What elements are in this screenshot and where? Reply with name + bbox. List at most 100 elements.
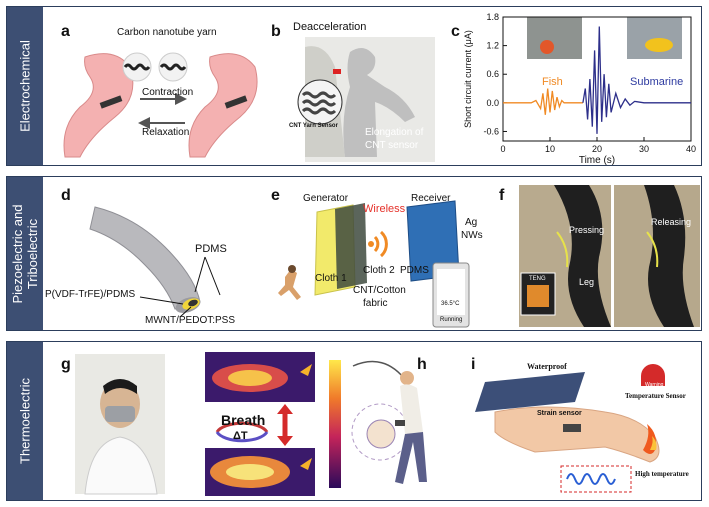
cnt-cotton-label-1: CNT/Cotton <box>353 285 406 296</box>
y-tick-label: -0.6 <box>483 126 499 136</box>
temperature-sensor-label: Temperature Sensor <box>625 392 686 400</box>
submarine-photo <box>627 17 682 59</box>
leg-label: Leg <box>579 277 595 287</box>
panel-g-label: g <box>61 356 71 373</box>
x-tick-label: 30 <box>639 144 649 154</box>
row-piezo: Piezoelectric and Triboelectric d PDMS P… <box>6 176 702 331</box>
ag-label-1: Ag <box>465 217 478 228</box>
y-tick-label: 0.6 <box>486 69 499 79</box>
row-electrochemical: Electrochemical a Carbon nanotube yarn C… <box>6 6 702 166</box>
y-axis-label: Short circuit current (μA) <box>463 30 473 128</box>
runner-figure <box>278 269 301 300</box>
pressing-label: Pressing <box>569 225 605 235</box>
panel-b: b Deacceleration CNT Yarn Sensor Elongat… <box>265 7 445 165</box>
cloth1-label: Cloth 1 <box>315 273 347 284</box>
delta-t-label: ΔT <box>233 430 248 442</box>
x-tick-label: 40 <box>686 144 696 154</box>
panel-i: i Waterproof Strain sensor Warning Tempe… <box>465 342 701 500</box>
wireless-system-illustration <box>278 200 470 328</box>
golfer-illustration <box>351 360 427 484</box>
panel-a-title: Carbon nanotube yarn <box>117 27 217 38</box>
yarn-band-right <box>224 95 248 109</box>
row-side-piezo: Piezoelectric and Triboelectric <box>7 177 43 330</box>
phone-temp: 36.5°C <box>441 301 460 307</box>
cloth-2 <box>335 203 367 289</box>
x-tick-label: 0 <box>500 144 505 154</box>
x-tick-label: 10 <box>545 144 555 154</box>
warning-label: Warning <box>645 382 664 388</box>
receiver-label: Receiver <box>411 193 451 204</box>
stomach-left <box>63 53 134 158</box>
stomach-illustration <box>63 52 258 158</box>
panel-b-title: Deacceleration <box>293 21 367 33</box>
cloth2-label: Cloth 2 <box>363 265 395 276</box>
panel-i-label: i <box>471 356 476 373</box>
panel-d: d PDMS P(VDF-TrFE)/PDMS MWNT/PEDOT:PSS <box>45 177 255 330</box>
row-side-electrochemical: Electrochemical <box>7 7 43 165</box>
row-side-thermo: Thermoelectric <box>7 342 43 500</box>
signal-inset <box>560 465 632 493</box>
row-title-thermo: Thermoelectric <box>17 378 33 464</box>
submarine-label: Submarine <box>630 76 684 88</box>
x-tick-label: 20 <box>592 144 602 154</box>
waterproof-sheet <box>475 372 585 412</box>
high-temperature-label: High temperature <box>635 470 689 478</box>
panel-a-label: a <box>61 23 70 40</box>
panel-e-label: e <box>271 187 280 204</box>
elongation-label-2: CNT sensor <box>365 140 419 151</box>
panel-e: e Generator Wireless Receiver Ag NWs Clo… <box>255 177 499 330</box>
fish-label: Fish <box>542 76 563 88</box>
warning-icon <box>641 364 665 386</box>
releasing-label: Releasing <box>651 217 692 227</box>
wrist-sensor-illustration <box>475 364 665 493</box>
yarn-band-left <box>99 95 123 109</box>
breath-illustration <box>75 352 341 496</box>
y-tick-label: 1.2 <box>486 41 499 51</box>
row-thermoelectric: Thermoelectric g <box>6 341 702 501</box>
series-line-2 <box>582 26 691 134</box>
panel-d-label: d <box>61 187 71 204</box>
car-seat-illustration <box>297 37 435 162</box>
fiber-illustration <box>89 206 221 318</box>
wireless-label: Wireless <box>363 203 406 215</box>
strain-sensor-label: Strain sensor <box>537 410 582 417</box>
cnt-cotton-label-2: fabric <box>363 298 388 309</box>
pvdf-label: P(VDF-TrFE)/PDMS <box>45 289 136 300</box>
panel-f-label: f <box>499 187 505 204</box>
teng-label: TENG <box>529 276 546 282</box>
y-tick-label: 0.0 <box>486 98 499 108</box>
pdms-label: PDMS <box>195 243 227 255</box>
panel-h: h <box>345 342 465 500</box>
series-line-1 <box>503 88 583 115</box>
generator-label: Generator <box>303 193 349 204</box>
strain-sensor-patch <box>563 424 581 432</box>
panel-c-label: c <box>451 23 460 40</box>
row-title-electrochemical: Electrochemical <box>17 40 33 132</box>
breath-label: Breath <box>221 412 266 428</box>
stomach-right <box>188 53 258 158</box>
ag-label-2: NWs <box>461 230 483 241</box>
row-title-piezo: Piezoelectric and Triboelectric <box>10 204 40 303</box>
fish-photo <box>527 17 582 59</box>
panel-f: f Pressing Releasing Leg TENG <box>499 177 701 330</box>
waterproof-label: Waterproof <box>527 362 567 371</box>
contraction-label: Contraction <box>142 87 194 98</box>
elongation-label-1: Elongation of <box>365 127 424 138</box>
phone-running: Running <box>440 317 463 323</box>
x-axis-label: Time (s) <box>579 155 615 165</box>
panel-b-label: b <box>271 23 281 40</box>
panel-g: g <box>45 342 345 500</box>
mwnt-label: MWNT/PEDOT:PSS <box>145 315 236 326</box>
panel-h-label: h <box>417 356 427 373</box>
y-tick-label: 1.8 <box>486 12 499 22</box>
sensor-mark <box>333 69 341 74</box>
color-scale-bar <box>329 360 341 488</box>
pdms-e-label: PDMS <box>400 265 429 276</box>
person-figure <box>343 48 415 157</box>
cnt-sensor-label: CNT Yarn Sensor <box>289 123 338 129</box>
panel-a: a Carbon nanotube yarn Contraction Relax… <box>45 7 265 165</box>
leg-photos <box>519 185 700 327</box>
relaxation-label: Relaxation <box>142 127 190 138</box>
